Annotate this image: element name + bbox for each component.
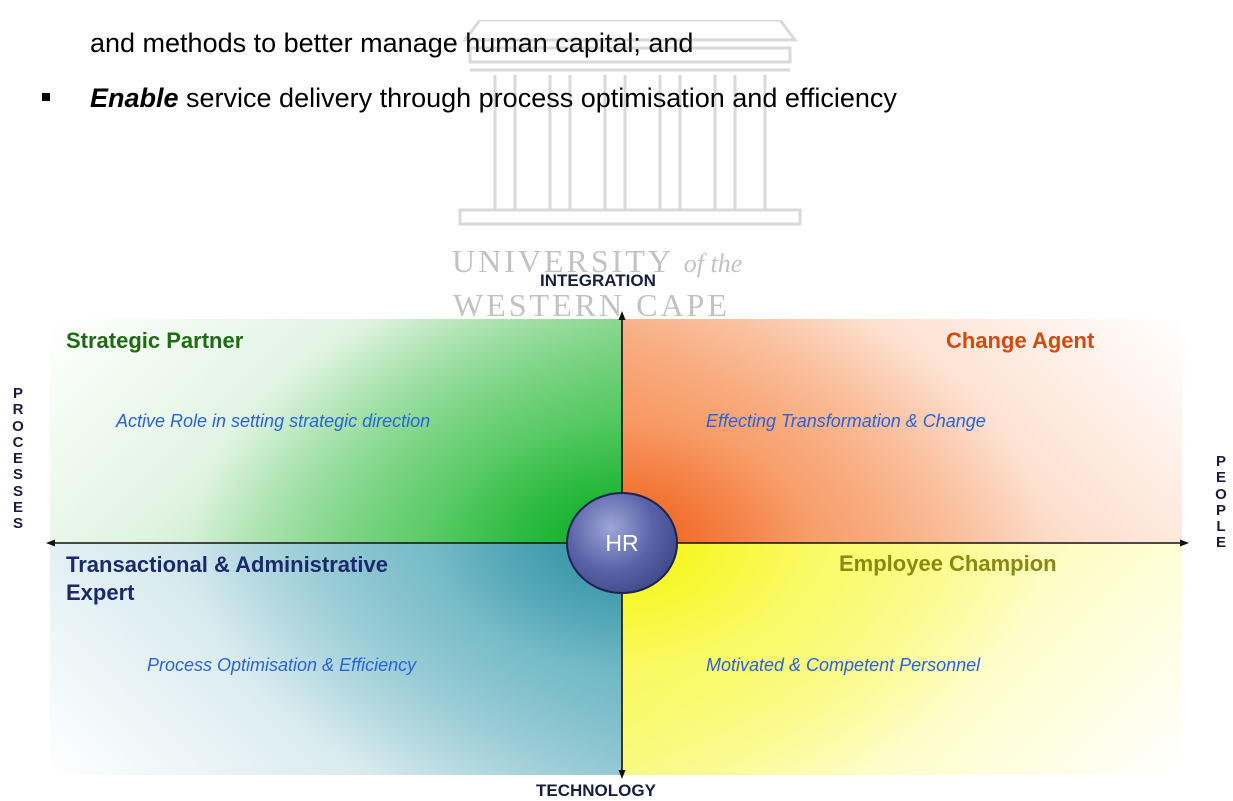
hr-label: HR	[605, 529, 639, 556]
bullet-text: service delivery through process optimis…	[178, 83, 897, 113]
axis-label-processes: PROCESSES	[12, 385, 24, 533]
change-agent-description: Effecting Transformation & Change	[706, 411, 986, 431]
transactional-expert-description: Process Optimisation & Efficiency	[147, 655, 417, 675]
bullet-emphasis: Enable	[90, 83, 179, 113]
axis-label-integration: INTEGRATION	[540, 271, 656, 290]
watermark-cape-text: WESTERN CAPE	[453, 287, 730, 323]
axis-label-technology: TECHNOLOGY	[536, 781, 656, 800]
quadrant-strategic-partner	[50, 319, 622, 543]
axis-label-people: PEOPLE	[1215, 453, 1227, 552]
quadrant-transactional-expert	[50, 543, 622, 775]
strategic-partner-description: Active Role in setting strategic directi…	[116, 411, 431, 431]
quadrant-employee-champion	[622, 543, 1182, 775]
transactional-title-line2: Expert	[66, 580, 135, 605]
hr-center-badge: HR	[566, 492, 678, 594]
change-agent-title: Change Agent	[946, 328, 1095, 353]
bullet-square-icon	[42, 92, 50, 101]
employee-champion-description: Motivated & Competent Personnel	[706, 655, 981, 675]
strategic-partner-title: Strategic Partner	[66, 328, 244, 353]
transactional-expert-title: Transactional & Administrative Expert	[66, 551, 388, 607]
text-line: and methods to better manage human capit…	[90, 28, 694, 58]
quadrant-change-agent	[622, 319, 1182, 543]
bullet-item: Enable service delivery through process …	[42, 83, 897, 114]
transactional-title-line1: Transactional & Administrative	[66, 552, 388, 577]
employee-champion-title: Employee Champion	[839, 551, 1057, 576]
watermark-university-text: UNIVERSITY of the	[452, 243, 743, 279]
